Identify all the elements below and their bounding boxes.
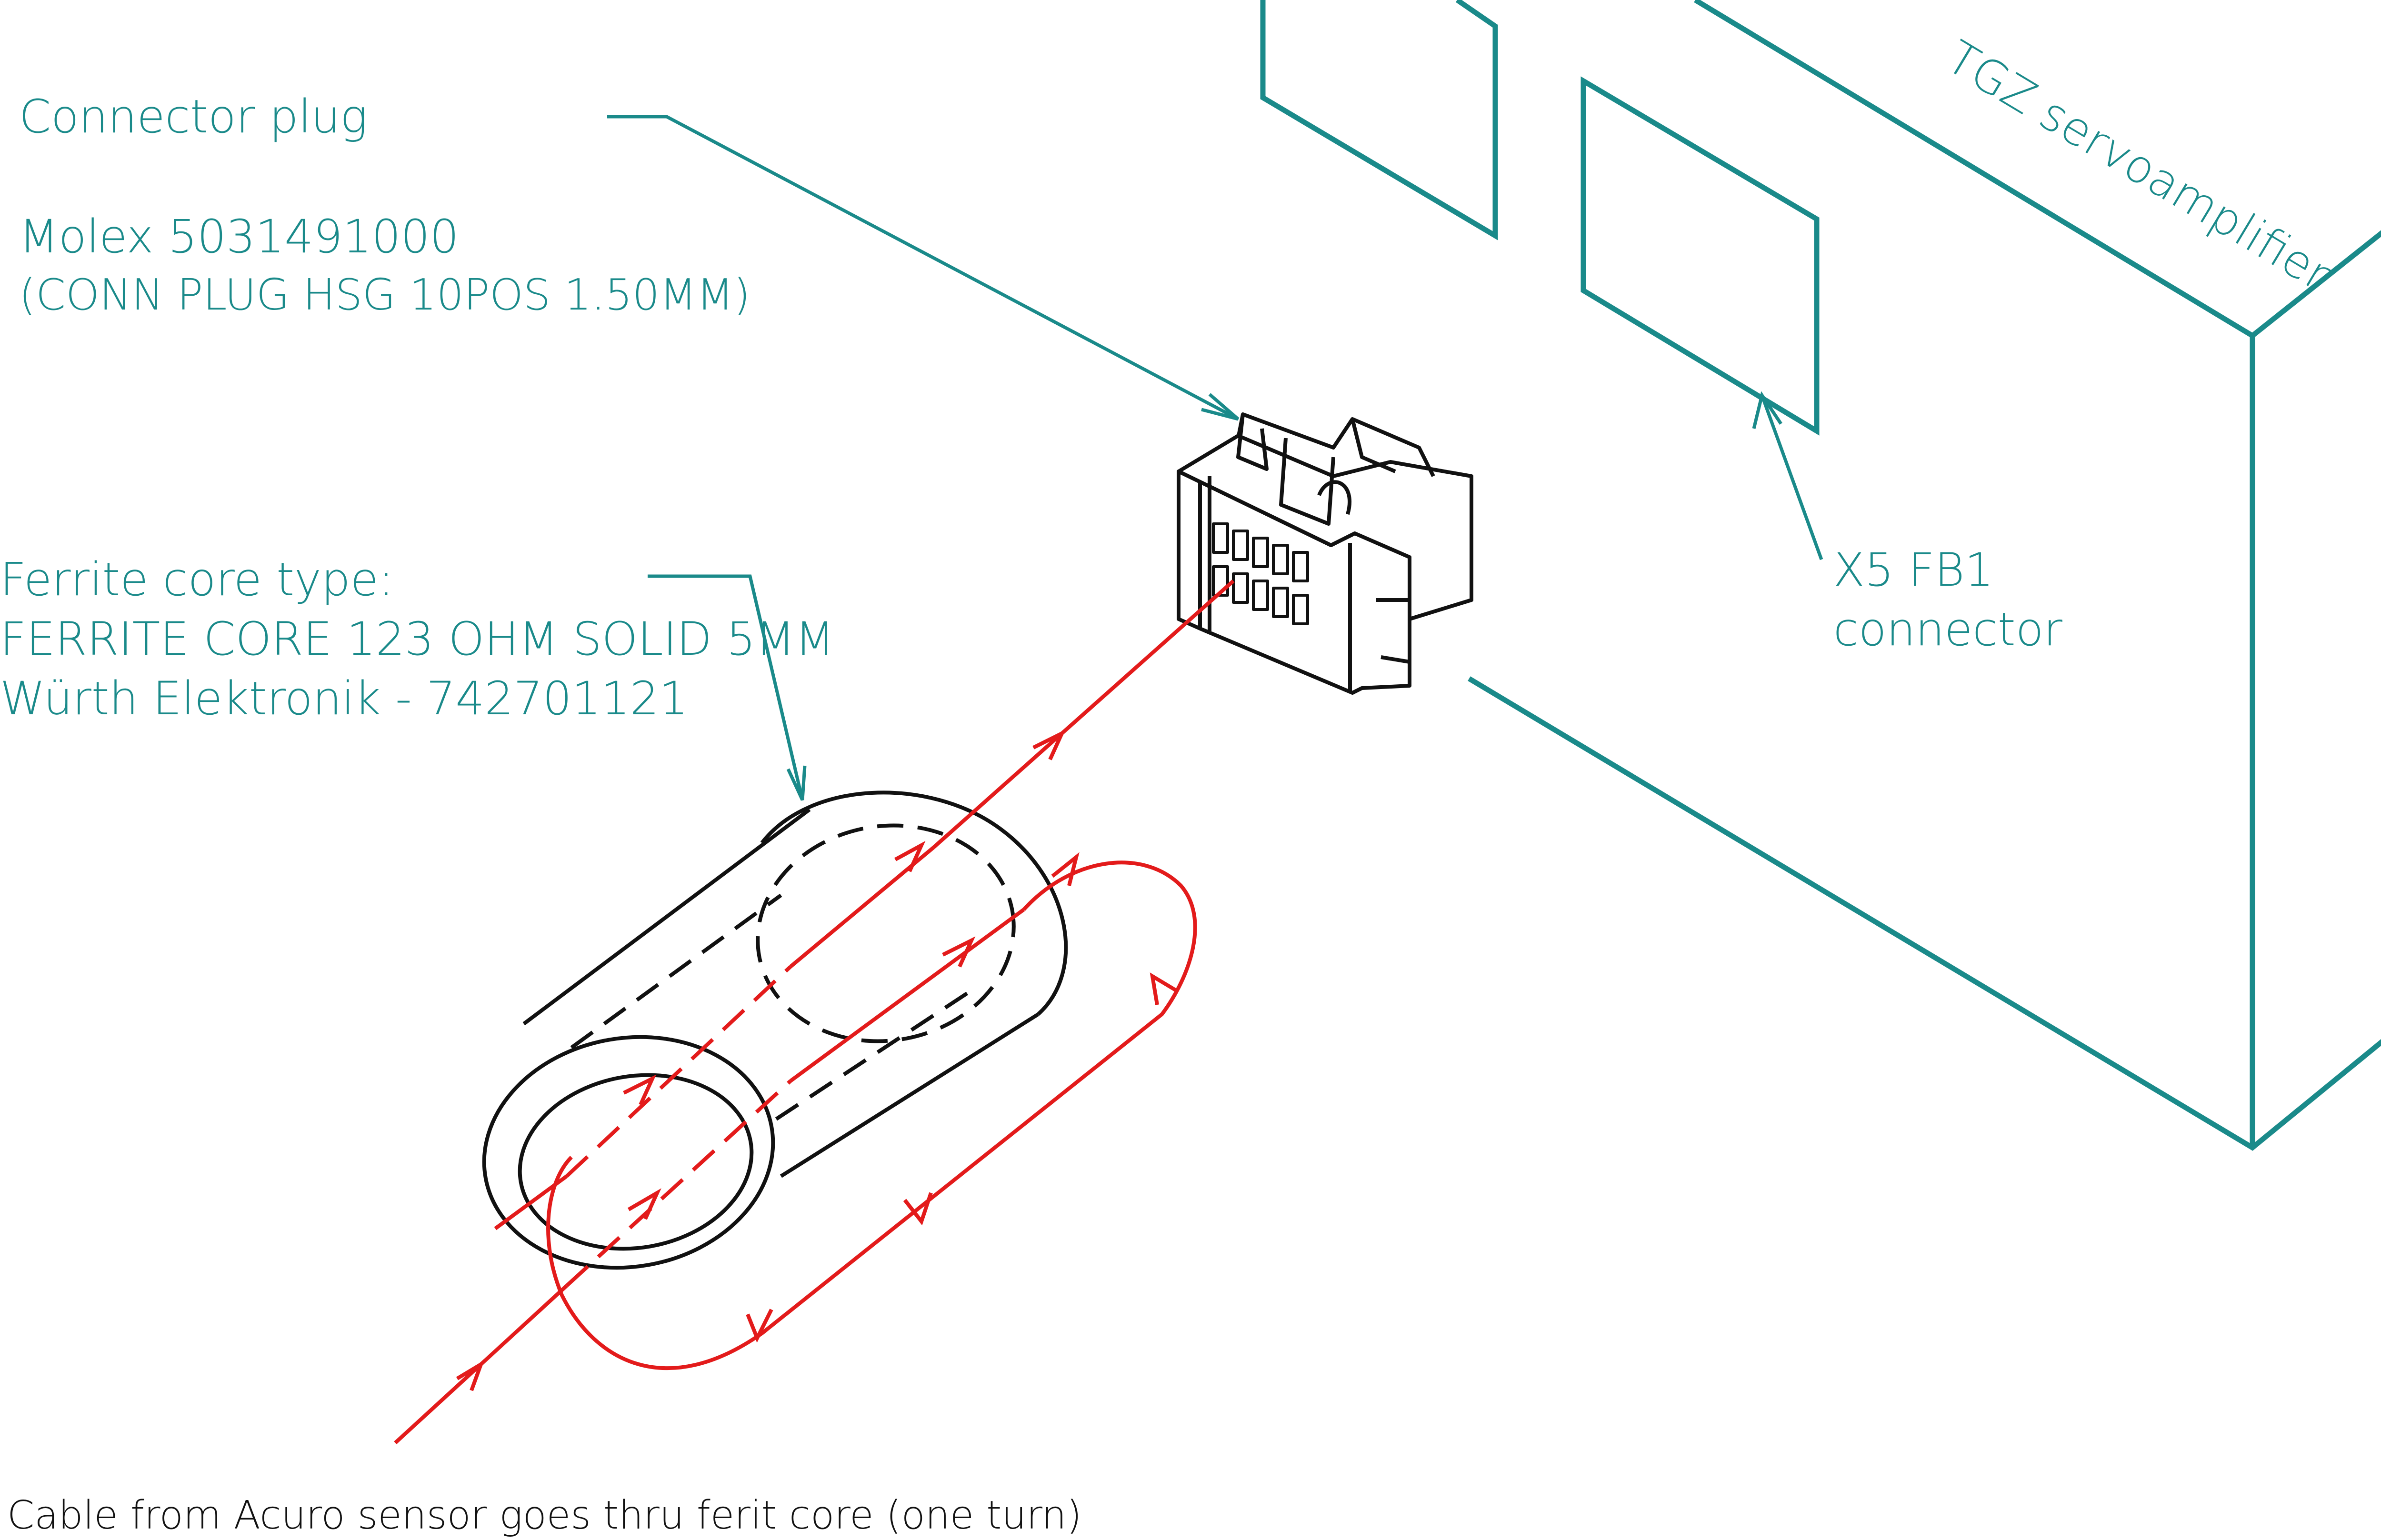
x5-fb1-line1: X5 FB1 xyxy=(1833,543,1994,597)
servoamplifier-label: TGZ servoamplifier xyxy=(1937,30,2340,302)
ferrite-leader xyxy=(648,574,804,800)
connector-plug-desc: (CONN PLUG HSG 10POS 1.50MM) xyxy=(19,270,750,320)
cable-arrowheads xyxy=(456,729,1178,1391)
molex-connector-plug xyxy=(1177,412,1473,695)
servoamplifier-box xyxy=(1260,0,2381,1151)
ferrite-maker: Würth Elektronik - 742701121 xyxy=(0,672,688,725)
connector-plug-part: Molex 5031491000 xyxy=(19,210,459,263)
ferrite-title: Ferrite core type: xyxy=(0,553,394,606)
ferrite-part: FERRITE CORE 123 OHM SOLID 5MM xyxy=(0,612,834,666)
cable-through-core-2 xyxy=(565,965,792,1178)
connector-plug-label: Connector plug Molex 5031491000 (CONN PL… xyxy=(19,90,750,320)
ferrite-label: Ferrite core type: FERRITE CORE 123 OHM … xyxy=(0,553,834,725)
ferrite-front-inner xyxy=(518,1073,754,1251)
leader-lines xyxy=(607,115,1823,800)
servo-top-edge xyxy=(1694,0,2381,339)
cable-loop xyxy=(546,860,1197,1370)
caption: Cable from Acuro sensor goes thru ferit … xyxy=(7,1493,1082,1538)
cable-through-core-1 xyxy=(565,1080,792,1287)
connector-pin-cavities xyxy=(1212,522,1309,625)
cable-exit xyxy=(932,580,1235,849)
x5-fb1-connector-slot xyxy=(1581,76,1820,436)
servo-bottom-edge xyxy=(1468,676,2381,1151)
connector-top xyxy=(1177,434,1473,621)
x5-leader xyxy=(1760,395,1823,560)
x5-fb1-label: X5 FB1 connector xyxy=(1833,543,2062,656)
ferrite-back-inner xyxy=(756,823,1016,1043)
ferrite-top-edge xyxy=(522,808,811,1026)
connector-plug-leader xyxy=(607,115,1238,421)
servo-slot-1 xyxy=(1260,0,1498,240)
ferrite-core xyxy=(482,790,1068,1270)
connector-plug-title: Connector plug xyxy=(19,90,368,143)
leader-arrowheads xyxy=(786,391,1782,801)
x5-fb1-line2: connector xyxy=(1833,603,2062,656)
ferrite-back-outer xyxy=(760,790,1068,1016)
